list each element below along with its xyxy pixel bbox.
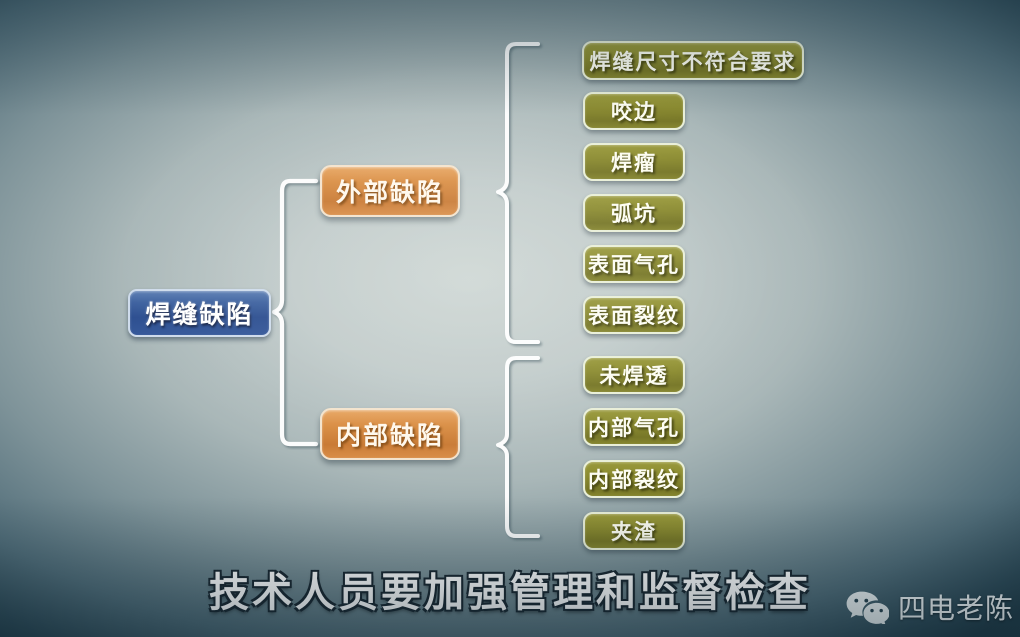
node-leaf-label: 弧坑 [611,202,657,226]
watermark: 四电老陈 [845,587,1014,627]
node-leaf-label: 表面裂纹 [588,304,680,328]
node-leaf-label: 焊缝尺寸不符合要求 [589,49,797,74]
node-branch-internal-label: 内部缺陷 [335,421,444,450]
watermark-label: 四电老陈 [898,592,1015,625]
wechat-icon [846,591,889,624]
node-branch-external-label: 外部缺陷 [335,178,444,207]
node-leaf-label: 内部裂纹 [588,468,680,492]
node-leaf-slag-inclusion[interactable]: 夹渣 [583,512,685,550]
node-root[interactable]: 焊缝缺陷 [128,289,271,337]
node-leaf-overlap[interactable]: 焊瘤 [583,143,685,181]
node-leaf-label: 焊瘤 [611,151,657,175]
node-leaf-label: 表面气孔 [588,253,680,277]
subtitle-text: 技术人员要加强管理和监督检查 [209,570,811,616]
node-leaf-label: 内部气孔 [588,416,680,440]
node-branch-external[interactable]: 外部缺陷 [320,165,460,217]
node-leaf-surface-crack[interactable]: 表面裂纹 [583,296,685,334]
brace-internal [496,356,540,538]
node-root-label: 焊缝缺陷 [145,300,254,329]
node-branch-internal[interactable]: 内部缺陷 [320,408,460,460]
node-leaf-incomplete-penetration[interactable]: 未焊透 [583,356,685,394]
node-leaf-internal-crack[interactable]: 内部裂纹 [583,460,685,498]
node-leaf-crater[interactable]: 弧坑 [583,194,685,232]
node-leaf-undercut[interactable]: 咬边 [583,92,685,130]
node-leaf-label: 咬边 [611,100,657,124]
node-leaf-weld-size[interactable]: 焊缝尺寸不符合要求 [582,41,804,80]
node-leaf-label: 未焊透 [599,364,669,388]
node-leaf-internal-porosity[interactable]: 内部气孔 [583,408,685,446]
node-leaf-surface-porosity[interactable]: 表面气孔 [583,245,685,283]
brace-root [271,178,319,447]
node-leaf-label: 夹渣 [611,520,657,544]
brace-external [496,42,540,344]
